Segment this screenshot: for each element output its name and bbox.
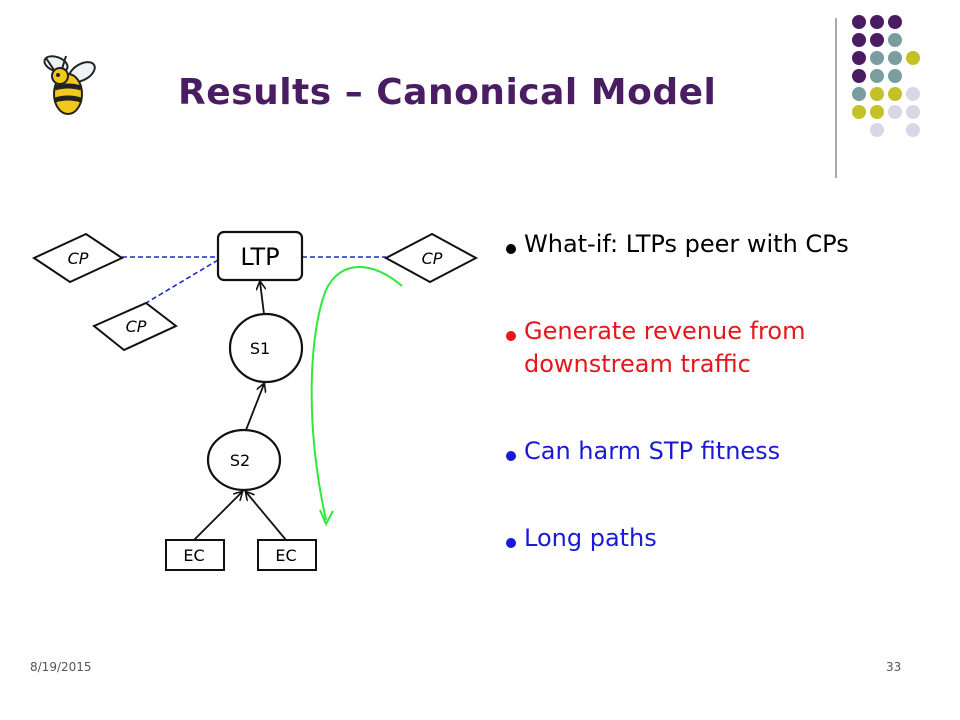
decorative-dot-grid: [835, 15, 920, 178]
svg-text:CP: CP: [422, 249, 443, 268]
ltp-node: LTP: [216, 230, 304, 282]
s1-node: S1: [228, 312, 304, 384]
decorative-dot: [852, 33, 866, 47]
edge-ec-left-to-s2: [193, 492, 242, 541]
edge-s2-to-s1: [245, 384, 264, 431]
decorative-dot: [870, 69, 884, 83]
bullet-list: What-if: LTPs peer with CPs Generate rev…: [504, 228, 924, 609]
svg-text:CP: CP: [68, 249, 89, 268]
decorative-dot: [852, 15, 866, 29]
bullet-item: Long paths: [504, 522, 924, 555]
decorative-dot: [852, 51, 866, 65]
bee-mascot-logo: [43, 55, 96, 115]
decorative-dot: [852, 105, 866, 119]
svg-text:EC: EC: [183, 546, 204, 565]
slide-title: Results – Canonical Model: [178, 72, 717, 113]
svg-text:CP: CP: [126, 317, 147, 336]
decorative-dot: [870, 33, 884, 47]
decorative-dot: [888, 33, 902, 47]
edge-s1-to-ltp: [260, 282, 264, 315]
ec-node-left: EC: [165, 539, 225, 571]
slide-page-number: 33: [886, 660, 902, 674]
decorative-dot: [870, 51, 884, 65]
bullet-dot-icon: [506, 451, 516, 461]
peer-link-lower: [145, 259, 219, 304]
cp-node-left: CP: [31, 232, 125, 284]
decorative-dot: [870, 15, 884, 29]
bullet-item: Generate revenue from downstream traffic: [504, 315, 924, 381]
edge-ec-right-to-s2: [246, 492, 287, 541]
cp-node-lower: CP: [92, 301, 178, 352]
decorative-dot: [906, 123, 920, 137]
svg-text:LTP: LTP: [240, 243, 279, 271]
svg-text:EC: EC: [275, 546, 296, 565]
decorative-dot: [888, 105, 902, 119]
cp-node-right: CP: [383, 232, 479, 284]
svg-text:S2: S2: [230, 451, 250, 470]
decorative-dot: [888, 51, 902, 65]
traffic-path-arrowhead: [319, 509, 334, 527]
bullet-dot-icon: [506, 244, 516, 254]
decorative-dot: [906, 105, 920, 119]
slide-date: 8/19/2015: [30, 660, 92, 674]
svg-text:S1: S1: [250, 339, 270, 358]
decorative-dot: [870, 123, 884, 137]
bullet-text: Can harm STP fitness: [524, 437, 781, 465]
bullet-dot-icon: [506, 538, 516, 548]
decorative-dot: [870, 87, 884, 101]
decorative-dot: [852, 87, 866, 101]
decorative-dot: [888, 15, 902, 29]
decorative-dot: [906, 51, 920, 65]
network-diagram: CP CP CP LTP S1 S2 EC EC: [31, 230, 479, 571]
decorative-dot: [888, 87, 902, 101]
ec-node-right: EC: [257, 539, 317, 571]
bullet-text: Long paths: [524, 524, 657, 552]
traffic-path-curve: [310, 266, 403, 521]
bullet-item: What-if: LTPs peer with CPs: [504, 228, 924, 261]
s2-node: S2: [206, 428, 282, 492]
bullet-text: What-if: LTPs peer with CPs: [524, 230, 849, 258]
decorative-dot: [906, 87, 920, 101]
decorative-dot: [870, 105, 884, 119]
bullet-item: Can harm STP fitness: [504, 435, 924, 468]
decorative-dot: [888, 69, 902, 83]
decorative-dot: [852, 69, 866, 83]
bullet-dot-icon: [506, 331, 516, 341]
bullet-text: Generate revenue from downstream traffic: [524, 317, 806, 378]
